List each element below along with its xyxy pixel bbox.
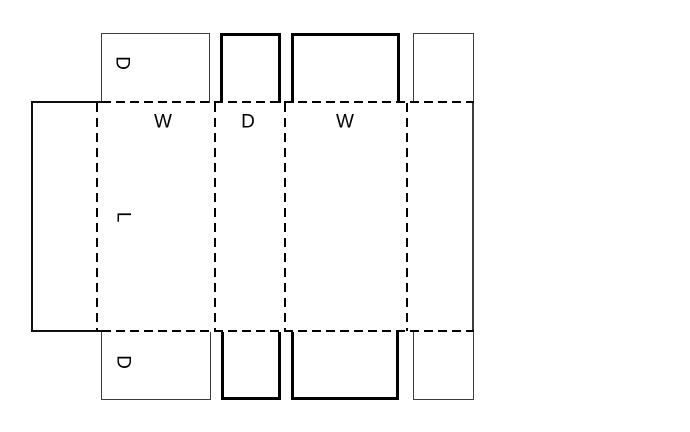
panel-width-label-2: W <box>336 111 354 133</box>
bottom-dust-flap-left <box>101 332 211 400</box>
bottom-flap-depth-label: D <box>112 355 134 369</box>
fold-line-glue-front <box>96 103 98 331</box>
fold-line-side-back <box>284 103 286 331</box>
bottom-tuck-flap-depth <box>221 332 281 400</box>
bottom-dust-flap-right <box>413 332 474 400</box>
fold-line-top <box>102 101 474 103</box>
top-tuck-flap-depth <box>220 33 281 103</box>
fold-line-front-side <box>214 103 216 331</box>
glue-panel <box>31 101 102 332</box>
right-panel-edge <box>472 103 474 332</box>
top-flap-depth-label: D <box>111 56 133 70</box>
bottom-tuck-flap-width <box>291 332 399 400</box>
top-tuck-flap-width <box>291 33 400 103</box>
panel-width-label-1: W <box>154 111 172 133</box>
panel-depth-label: D <box>241 111 255 133</box>
top-dust-flap-left <box>101 33 210 103</box>
fold-line-back-right <box>406 103 408 331</box>
top-dust-flap-right <box>413 33 474 103</box>
panel-length-label: L <box>112 211 134 223</box>
fold-line-bottom <box>102 330 474 332</box>
